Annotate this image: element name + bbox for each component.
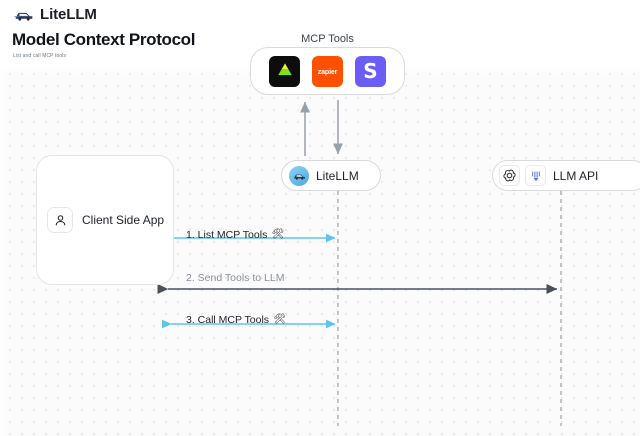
flow-label-1: 1. List MCP Tools 🛠: [186, 230, 284, 241]
flow-label-2-text: 2. Send Tools to LLM: [186, 272, 285, 284]
page-subtitle: List and call MCP tools: [13, 53, 67, 59]
litellm-avatar-icon: [289, 165, 309, 186]
diagram-canvas: [0, 66, 640, 436]
litellm-logo-icon: [14, 7, 34, 23]
flow-label-2: 2. Send Tools to LLM: [186, 273, 284, 284]
tools-icon: 🛠: [271, 229, 285, 241]
user-icon: [47, 207, 73, 233]
openai-icon: [499, 165, 520, 186]
anthropic-icon: [525, 165, 546, 186]
zapier-icon: zapier: [317, 66, 338, 76]
page-title: Model Context Protocol: [12, 30, 196, 49]
tool-tile-andromeda[interactable]: [269, 55, 300, 87]
node-litellm[interactable]: LiteLLM: [281, 160, 381, 191]
node-client-side-app[interactable]: Client Side App: [36, 155, 174, 285]
flow-label-3: 3. Call MCP Tools 🛠: [186, 315, 286, 326]
flow-label-3-text: 3. Call MCP Tools: [186, 314, 270, 326]
client-inner: Client Side App: [47, 207, 164, 233]
mcp-tools-group: zapier S: [250, 47, 405, 95]
brand-name: LiteLLM: [40, 6, 97, 23]
brand: LiteLLM: [14, 6, 97, 23]
green-triangle-icon: [276, 61, 294, 82]
tool-tile-zapier[interactable]: zapier: [312, 55, 343, 87]
tools-icon: 🛠: [273, 314, 286, 326]
node-litellm-label: LiteLLM: [316, 168, 359, 183]
mcp-group-label: MCP Tools: [301, 33, 354, 45]
node-client-label: Client Side App: [82, 213, 165, 227]
node-llm-api-label: LLM API: [553, 168, 599, 183]
slack-s-icon: S: [363, 59, 378, 83]
tool-tile-slack[interactable]: S: [355, 55, 386, 87]
node-llm-api[interactable]: LLM API: [492, 160, 640, 191]
flow-label-1-text: 1. List MCP Tools: [186, 229, 268, 241]
